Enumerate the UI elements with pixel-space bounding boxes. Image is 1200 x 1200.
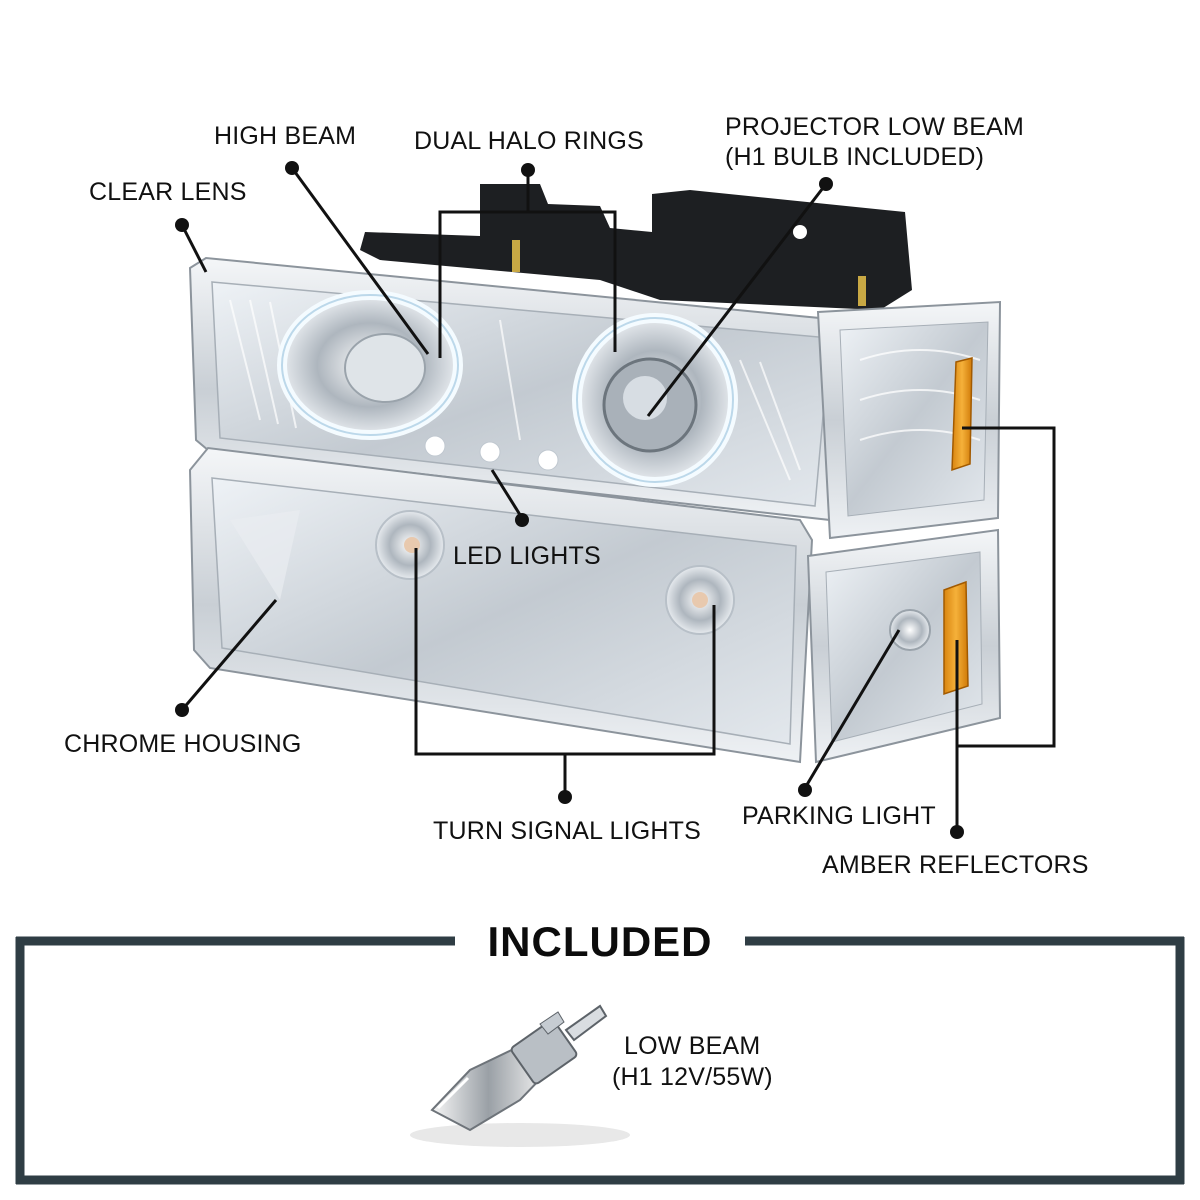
included-frame <box>15 936 1185 1185</box>
label-turn-signal-lights: TURN SIGNAL LIGHTS <box>433 817 701 845</box>
halo-glow-edge <box>281 294 459 436</box>
included-title: INCLUDED <box>487 918 713 965</box>
label-chrome-housing: CHROME HOUSING <box>64 730 302 758</box>
amber-reflector <box>951 357 973 472</box>
label-projector-low-beam-note: (H1 BULB INCLUDED) <box>725 143 985 171</box>
halo-glow-edge <box>576 317 734 483</box>
mounting-stud <box>512 240 520 272</box>
included-item-spec: (H1 12V/55W) <box>612 1063 773 1091</box>
label-clear-lens: CLEAR LENS <box>89 178 247 206</box>
callout-dots <box>175 161 964 839</box>
label-dual-halo-rings: DUAL HALO RINGS <box>414 127 644 155</box>
corner-lens <box>839 321 989 517</box>
housing-facet <box>230 510 300 600</box>
label-amber-reflectors: AMBER REFLECTORS <box>822 851 1089 879</box>
included-item-name: LOW BEAM <box>624 1032 761 1060</box>
headlight-assembly <box>188 184 1002 764</box>
turn-signal-bulb <box>692 592 708 608</box>
parking-light-bulb <box>889 609 931 651</box>
bracket-hole <box>793 225 807 239</box>
mounting-bracket <box>360 184 912 310</box>
bumper-light-lens <box>211 477 797 745</box>
led-light <box>424 435 446 457</box>
label-high-beam: HIGH BEAM <box>214 122 357 150</box>
label-projector-low-beam: PROJECTOR LOW BEAM <box>725 113 1025 141</box>
reflector-lines <box>229 299 801 481</box>
projector-lens-highlight <box>623 376 667 420</box>
turn-signal-bulb <box>404 537 420 553</box>
h1-bulb-image <box>410 1004 630 1147</box>
callout-lines <box>180 167 1056 830</box>
led-light <box>537 449 559 471</box>
label-led-lights: LED LIGHTS <box>453 542 601 570</box>
high-beam-reflector <box>344 333 426 403</box>
mounting-stud <box>858 276 866 306</box>
label-parking-light: PARKING LIGHT <box>742 802 936 830</box>
led-light <box>479 441 501 463</box>
amber-reflector <box>943 580 969 696</box>
